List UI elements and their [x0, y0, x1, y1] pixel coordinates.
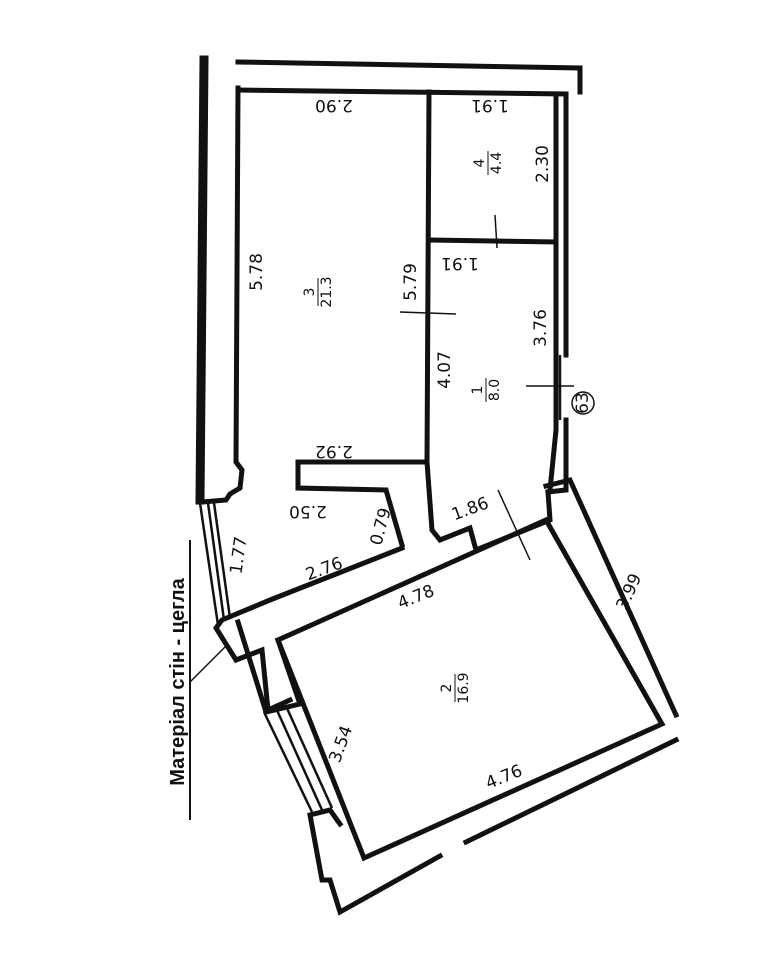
room-labels: 3 21.3 4 4.4 1 8.0 2 16.9 [302, 151, 505, 704]
window-left-a [198, 502, 220, 626]
dim-191-top: 1.91 [471, 95, 509, 115]
dim-079: 0.79 [367, 506, 396, 548]
top-outer-wall [235, 59, 583, 95]
plan-marker: 63 [571, 391, 595, 415]
tick-door-186 [497, 489, 531, 561]
legend-text: Матеріал стін - цегла [167, 577, 189, 785]
room-4-area: 4.4 [489, 152, 505, 174]
window-room2-b [274, 707, 324, 811]
dim-354: 3.54 [325, 723, 357, 765]
window-left-b [206, 502, 226, 621]
legend: Матеріал стін - цегла [167, 540, 191, 820]
room3-left-wall [199, 85, 245, 505]
door-4-1 [494, 214, 498, 249]
partition-3-1 [424, 89, 432, 465]
window-left-c [212, 502, 232, 619]
window-room2-a [262, 711, 314, 813]
corridor-lower-wall [212, 544, 406, 714]
room-3-area: 21.3 [319, 276, 335, 307]
dim-292: 2.92 [315, 441, 353, 461]
room-1-area: 8.0 [487, 379, 503, 401]
room-4-number: 4 [472, 158, 488, 167]
dim-230: 2.30 [533, 145, 553, 183]
room2-inner-top [274, 516, 666, 862]
corridor-wall-1 [295, 459, 430, 549]
room2-outer-bottom [462, 736, 680, 846]
tick-room3 [399, 311, 457, 315]
dim-186: 1.86 [449, 493, 491, 525]
dim-376: 3.76 [531, 309, 551, 347]
room2-left-jog [234, 618, 304, 715]
room-1: 1 8.0 [470, 378, 503, 402]
room-2: 2 16.9 [439, 672, 472, 703]
top-inner-wall [235, 87, 569, 97]
room-4: 4 4.4 [472, 151, 505, 175]
right-wall-room1 [547, 247, 559, 493]
walls [189, 55, 680, 916]
room2-outer-top [542, 477, 680, 719]
window-room2-c [284, 705, 334, 809]
marker-label: 63 [573, 392, 593, 414]
dim-177: 1.77 [227, 535, 252, 575]
partition-4-1 [428, 237, 559, 245]
room-3-number: 3 [302, 288, 318, 297]
room-2-number: 2 [439, 684, 455, 693]
room-2-area: 16.9 [456, 672, 472, 703]
dim-407: 4.07 [435, 351, 455, 389]
dim-191-mid: 1.91 [441, 253, 479, 273]
corridor-wall-2 [424, 459, 553, 554]
dim-579: 5.79 [401, 263, 421, 301]
right-outer-wall-lower [545, 417, 569, 495]
left-outer-wall [195, 55, 209, 505]
legend-leader [189, 643, 229, 683]
dim-250: 2.50 [289, 501, 327, 521]
dim-578: 5.78 [247, 253, 267, 291]
room2-outer-left [307, 807, 444, 916]
dim-399: 3.99 [613, 571, 647, 614]
dimension-labels: 2.90 1.91 1.91 5.78 5.79 2.30 3.76 4.07 … [227, 95, 647, 794]
room-1-number: 1 [470, 386, 486, 395]
dim-290: 2.90 [315, 95, 353, 115]
room-3: 3 21.3 [302, 276, 335, 307]
